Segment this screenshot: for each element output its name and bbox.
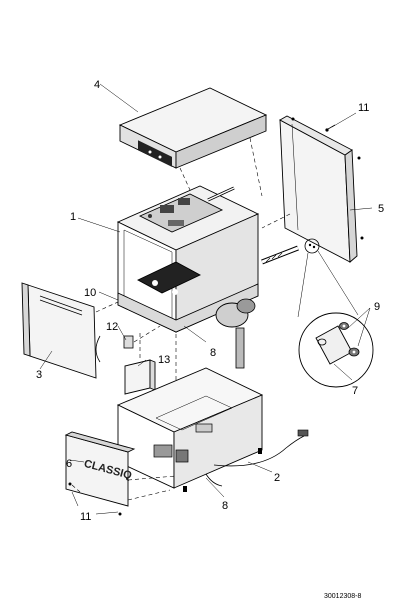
rear-pipe-part bbox=[261, 245, 299, 265]
assembly-guide-lines bbox=[71, 137, 291, 501]
callout-8-upper: 8 bbox=[210, 347, 216, 359]
filter-part bbox=[124, 359, 156, 395]
screws-bottom-part bbox=[68, 482, 122, 516]
callout-5: 5 bbox=[378, 203, 384, 215]
callout-2: 2 bbox=[274, 472, 280, 484]
callout-4: 4 bbox=[94, 79, 100, 91]
callout-7: 7 bbox=[352, 385, 358, 397]
callout-13: 13 bbox=[158, 354, 170, 366]
callout-11-top: 11 bbox=[358, 102, 369, 114]
document-number: 30012308-8 bbox=[324, 593, 361, 600]
callout-10: 10 bbox=[84, 287, 96, 299]
main-body-part bbox=[116, 185, 260, 333]
leader-lines bbox=[39, 83, 373, 515]
callout-9: 9 bbox=[374, 301, 380, 313]
callout-1: 1 bbox=[70, 211, 76, 223]
front-door-part bbox=[21, 282, 101, 379]
pump-part bbox=[215, 298, 256, 369]
callout-6: 6 bbox=[66, 458, 72, 470]
kick-panel-part bbox=[64, 431, 136, 507]
callout-11-bottom: 11 bbox=[80, 511, 91, 523]
fitting-part bbox=[123, 335, 134, 349]
callout-3: 3 bbox=[36, 369, 42, 381]
callout-12: 12 bbox=[106, 321, 118, 333]
callout-8-lower: 8 bbox=[222, 500, 228, 512]
side-panel-part bbox=[279, 115, 364, 263]
detail-magnifier bbox=[297, 238, 374, 388]
top-lid-part bbox=[118, 87, 268, 169]
